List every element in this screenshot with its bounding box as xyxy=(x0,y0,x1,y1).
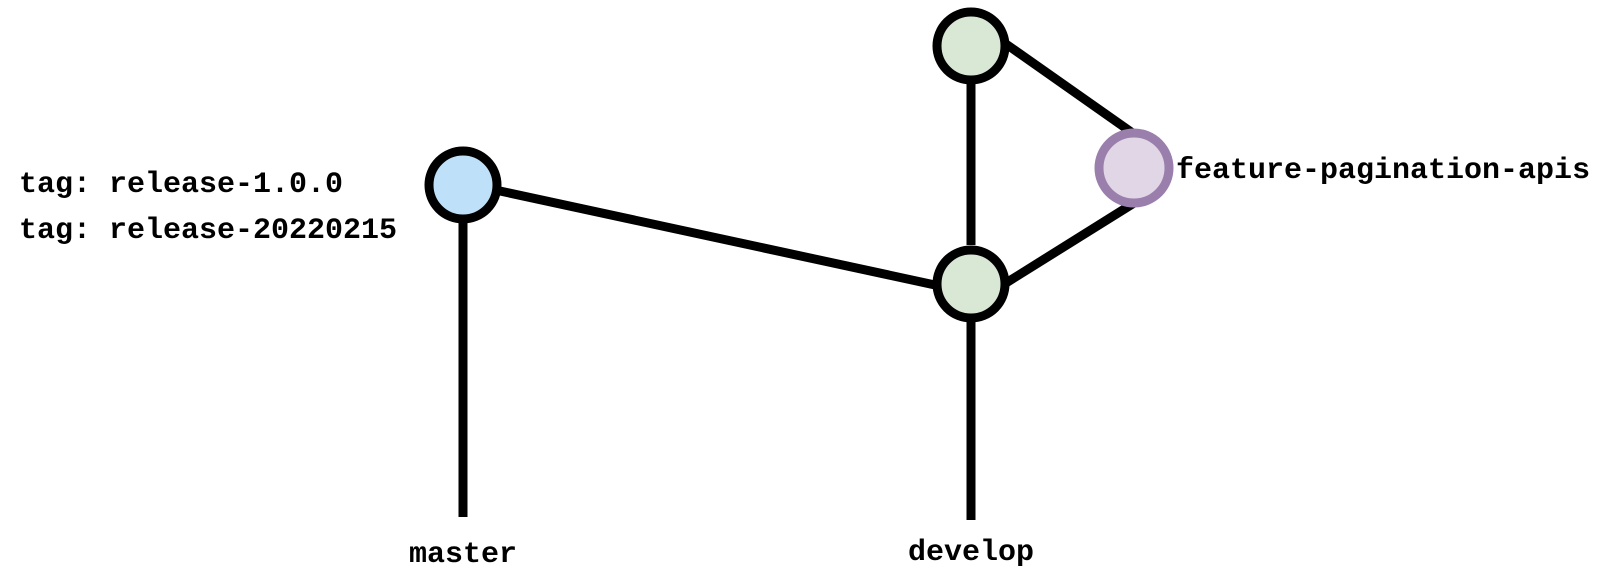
tag-label: tag: release-1.0.0 xyxy=(19,168,343,202)
commit-node-release[interactable] xyxy=(424,146,502,224)
branch-label-develop: develop xyxy=(908,536,1034,570)
tag-label: tag: release-20220215 xyxy=(19,214,397,248)
edge-develop-top-to-feature xyxy=(1003,40,1137,138)
commit-node-develop-top[interactable] xyxy=(932,7,1010,85)
branch-label-master: master xyxy=(409,538,517,572)
edge-release-to-develop-merge xyxy=(499,186,936,290)
commit-node-develop-merge[interactable] xyxy=(932,245,1010,323)
branch-label-feature: feature-pagination-apis xyxy=(1176,154,1590,188)
commit-node-feature[interactable] xyxy=(1094,128,1174,208)
edge-feature-to-develop-merge xyxy=(1003,199,1137,287)
